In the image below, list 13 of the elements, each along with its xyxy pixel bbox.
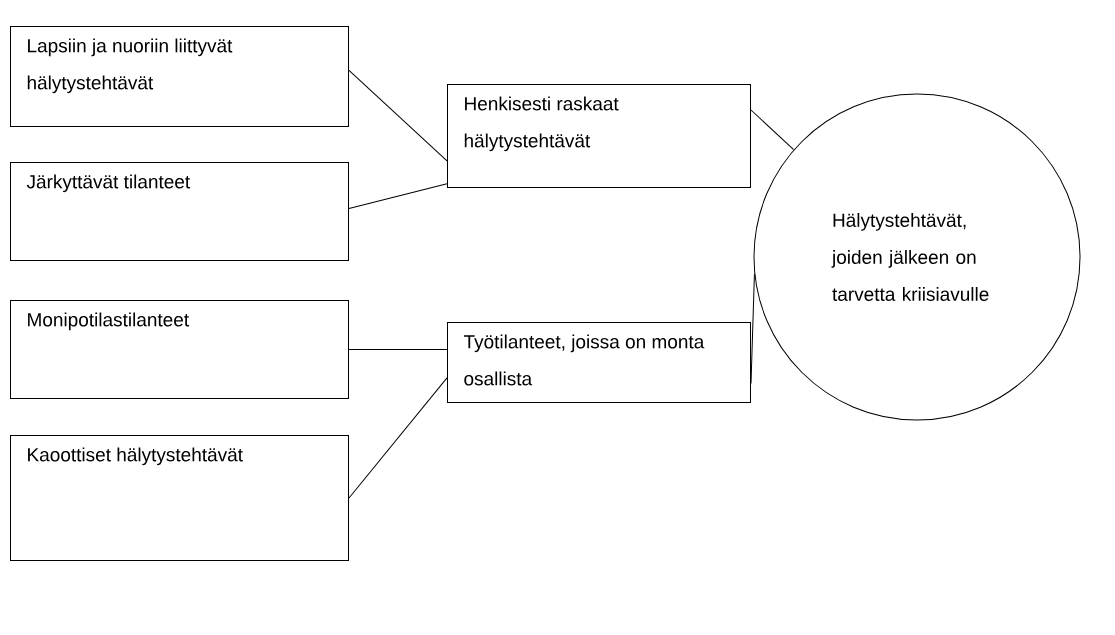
circle-node: Hälytystehtävät, joiden jälkeen on tarvetta kriisiavulle	[753, 93, 1081, 421]
connector-line	[750, 273, 755, 385]
text-box: Lapsiin ja nuoriin liittyvät hälytystehtävät	[10, 26, 349, 127]
text-box: Järkyttävät tilanteet	[10, 162, 349, 261]
connector-line	[750, 109, 795, 151]
connector-line	[348, 377, 448, 499]
text-box: Henkisesti raskaat hälytystehtävät	[447, 84, 751, 188]
text-box: Monipotilastilanteet	[10, 300, 349, 399]
connector-line	[348, 349, 448, 351]
text-box: Työtilanteet, joissa on monta osallista	[447, 322, 751, 403]
connector-line	[348, 69, 448, 162]
connector-line	[348, 183, 448, 210]
text-box: Kaoottiset hälytystehtävät	[10, 435, 349, 561]
